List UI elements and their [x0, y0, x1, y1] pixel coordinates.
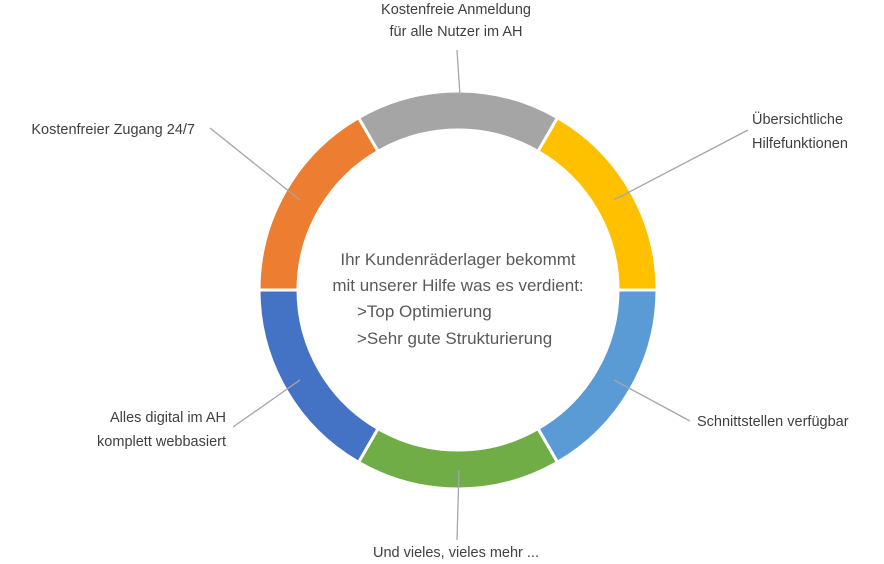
leader-line — [613, 129, 749, 201]
slice-label: Kostenfreier Zugang 24/7 — [31, 122, 195, 138]
leader-line — [613, 379, 691, 422]
donut-slice — [356, 426, 560, 491]
center-line-3: >Top Optimierung — [357, 302, 492, 321]
leader-line — [456, 469, 460, 541]
center-line-4: >Sehr gute Strukturierung — [357, 329, 552, 348]
center-line-1: Ihr Kundenräderlager bekommt — [340, 250, 576, 269]
slice-label: Hilfefunktionen — [752, 136, 848, 152]
slice-label: Übersichtliche — [752, 110, 843, 128]
center-text: Ihr Kundenräderlager bekommt mit unserer… — [332, 250, 583, 348]
slice-label: für alle Nutzer im AH — [390, 24, 523, 40]
slice-label: komplett webbasiert — [97, 434, 226, 450]
donut-slice — [356, 89, 560, 154]
leader-line — [209, 127, 301, 201]
leader-line — [232, 379, 301, 428]
donut-slice — [535, 288, 659, 465]
slice-label: Kostenfreie Anmeldung — [381, 2, 531, 18]
slice-label: Und vieles, vieles mehr ... — [373, 545, 539, 561]
center-line-2: mit unserer Hilfe was es verdient: — [332, 276, 583, 295]
leader-line — [456, 49, 461, 97]
slice-label: Schnittstellen verfügbar — [697, 414, 849, 430]
slice-label: Alles digital im AH — [110, 410, 226, 426]
donut-slice — [257, 115, 381, 292]
